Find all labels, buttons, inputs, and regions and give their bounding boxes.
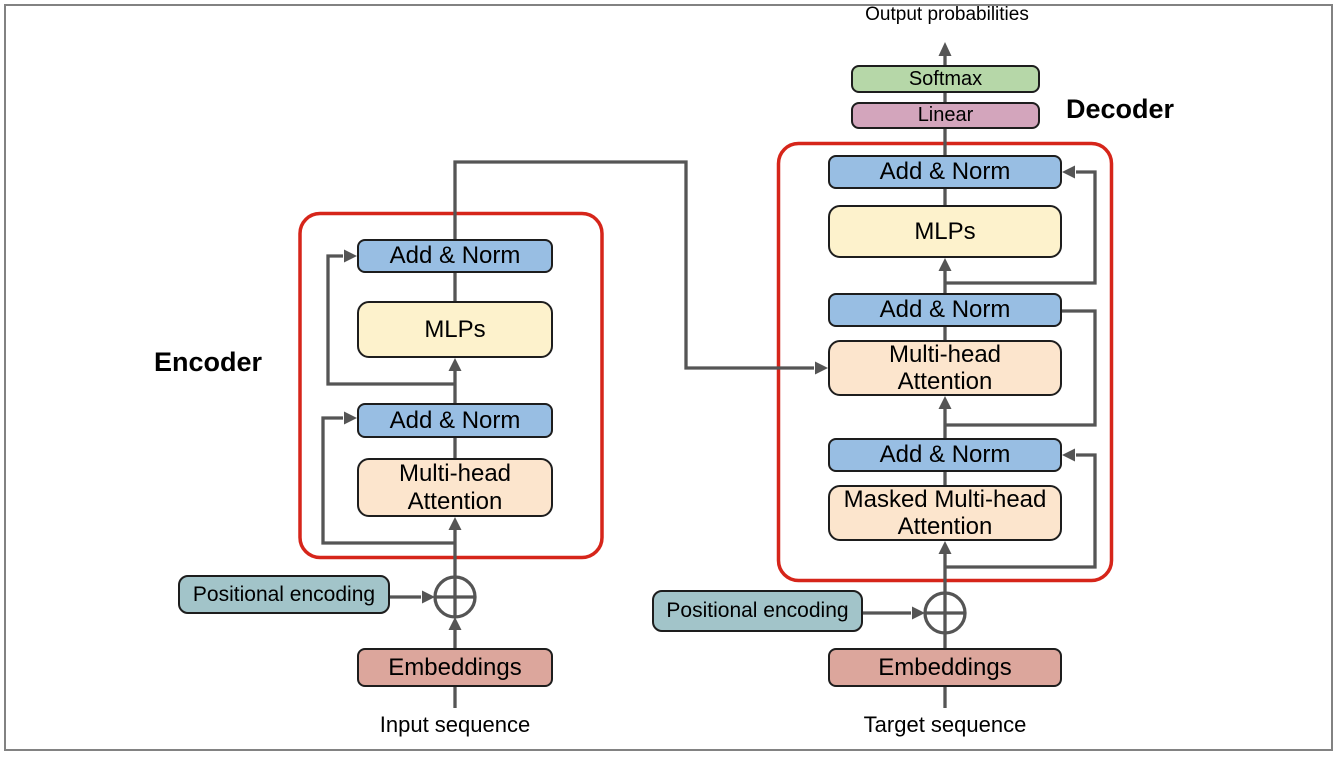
decoder-cross-attention-block: Multi-head Attention (828, 340, 1062, 396)
outer-border (4, 4, 1333, 751)
softmax-block: Softmax (851, 65, 1040, 93)
arrow-right-into-decoder-sum (912, 606, 925, 620)
decoder-embeddings-block: Embeddings (828, 648, 1062, 687)
arrow-up-into-encoder-attention (448, 517, 462, 530)
arrow-right-into-encoder-sum (422, 590, 435, 604)
encoder-addnorm-top-block: Add & Norm (357, 239, 553, 273)
decoder-masked-attention-block: Masked Multi-head Attention (828, 485, 1062, 541)
arrow-up-into-masked-attention (938, 541, 952, 554)
encoder-residual-lines (321, 249, 455, 545)
decoder-positional-encoding-block: Positional encoding (652, 590, 863, 632)
input-sequence-label: Input sequence (379, 712, 531, 737)
arrow-up-into-encoder-sum (448, 617, 462, 630)
encoder-addnorm-bottom-block: Add & Norm (357, 403, 553, 438)
target-sequence-label: Target sequence (863, 712, 1027, 737)
decoder-residual-lines (945, 165, 1097, 569)
decoder-add-circle-icon (923, 591, 967, 635)
output-probabilities-label: Output probabilities (865, 4, 1029, 25)
encoder-mlps-block: MLPs (357, 301, 553, 358)
arrow-left-into-decoder-addnorm-top (1062, 165, 1075, 179)
decoder-addnorm-mid-block: Add & Norm (828, 293, 1062, 327)
decoder-addnorm-top-block: Add & Norm (828, 155, 1062, 189)
encoder-embeddings-block: Embeddings (357, 648, 553, 687)
encoder-flow-lines (448, 273, 462, 708)
arrow-up-into-decoder-mlps (938, 258, 952, 271)
encoder-title: Encoder (154, 347, 263, 377)
linear-block: Linear (851, 102, 1040, 129)
arrow-right-into-encoder-addnorm-bottom (344, 411, 357, 425)
encoder-positional-encoding-block: Positional encoding (178, 575, 390, 614)
decoder-positional-line (863, 606, 925, 620)
arrow-right-into-encoder-addnorm-top (344, 249, 357, 263)
decoder-addnorm-bottom-block: Add & Norm (828, 438, 1062, 472)
encoder-attention-block: Multi-head Attention (357, 458, 553, 517)
arrow-right-into-decoder-cross-attention (815, 361, 828, 375)
arrow-up-into-decoder-cross-attention (938, 396, 952, 409)
encoder-to-decoder-line (453, 160, 828, 375)
arrow-up-into-encoder-mlps (448, 358, 462, 371)
encoder-add-circle-icon (433, 575, 477, 619)
arrow-left-into-decoder-addnorm-bottom (1062, 448, 1075, 462)
encoder-group-outline (298, 211, 604, 560)
decoder-flow-lines (938, 42, 952, 708)
encoder-positional-line (390, 590, 435, 604)
decoder-title: Decoder (1066, 94, 1175, 124)
decoder-mlps-block: MLPs (828, 205, 1062, 258)
arrow-up-into-output (938, 42, 952, 56)
